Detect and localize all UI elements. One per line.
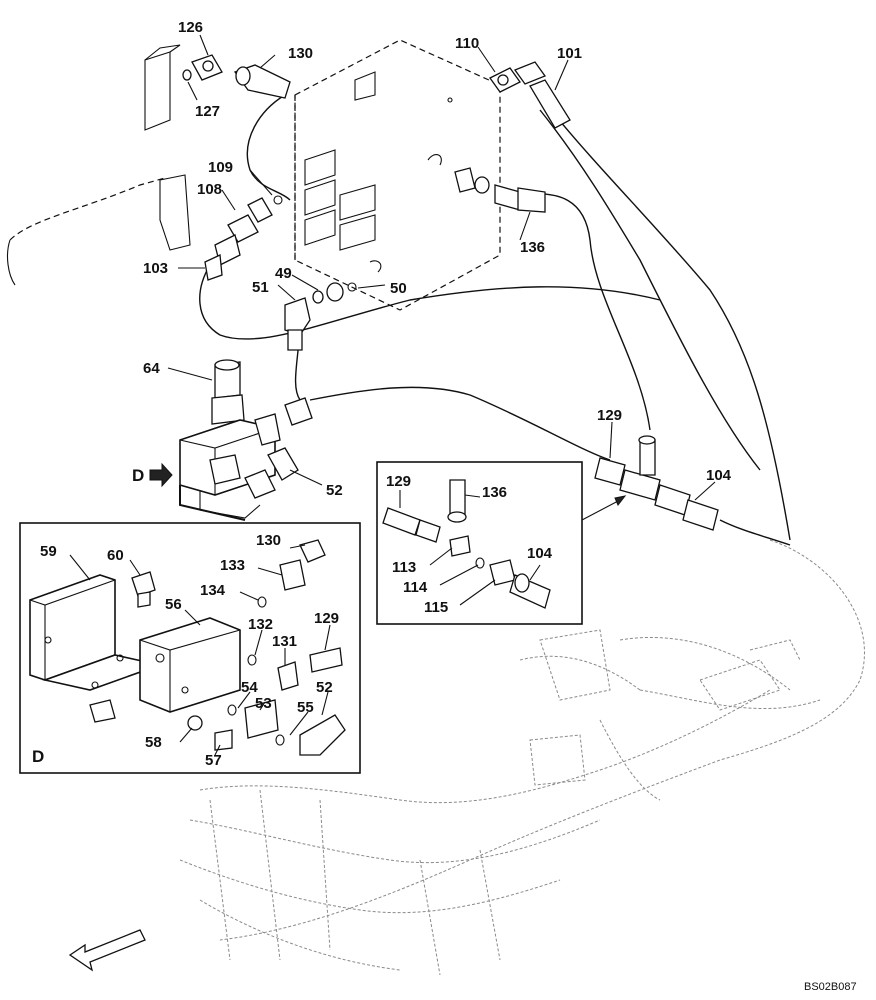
label-64: 64 [143, 360, 160, 377]
inset-tee-detail [376, 461, 627, 625]
tee-assembly [594, 435, 719, 531]
label-127: 127 [195, 103, 220, 120]
figure-code: BS02B087 [804, 981, 857, 993]
label-53: 53 [255, 695, 272, 712]
label-51: 51 [252, 279, 269, 296]
label-55: 55 [297, 699, 314, 716]
label-134: 134 [200, 582, 226, 599]
label-52-d: 52 [316, 679, 333, 696]
label-103: 103 [143, 260, 168, 277]
label-126: 126 [178, 19, 203, 36]
control-valve-housing [294, 39, 501, 311]
label-136: 136 [520, 239, 545, 256]
label-130-d: 130 [256, 532, 281, 549]
label-130: 130 [288, 45, 313, 62]
label-50: 50 [390, 280, 407, 297]
part-labels: 126 130 127 110 101 109 108 103 136 49 5… [132, 19, 732, 499]
label-110: 110 [455, 35, 479, 52]
front-direction-arrow [68, 929, 146, 972]
operator-area-outline [6, 44, 191, 286]
inset-d-title: D [32, 747, 44, 766]
label-108: 108 [197, 181, 222, 198]
label-104: 104 [706, 467, 732, 484]
label-133: 133 [220, 557, 245, 574]
label-57: 57 [205, 752, 222, 769]
label-132: 132 [248, 616, 273, 633]
label-d-marker: D [132, 466, 144, 485]
label-109: 109 [208, 159, 233, 176]
label-60: 60 [107, 547, 124, 564]
label-54: 54 [241, 679, 258, 696]
label-104-t: 104 [527, 545, 553, 562]
fitting-group-126 [182, 54, 291, 99]
fitting-group-110 [447, 61, 571, 129]
label-58: 58 [145, 734, 162, 751]
solenoid-valve-64 [179, 359, 313, 521]
label-129: 129 [597, 407, 622, 424]
label-136-t: 136 [482, 484, 507, 501]
label-129-d: 129 [314, 610, 339, 627]
view-d-marker [149, 462, 173, 488]
label-49: 49 [275, 265, 292, 282]
label-101: 101 [557, 45, 582, 62]
label-115: 115 [424, 599, 448, 616]
label-131: 131 [272, 633, 297, 650]
fitting-group-49 [284, 260, 382, 351]
machine-frame-outline [179, 539, 865, 976]
label-52: 52 [326, 482, 343, 499]
label-114: 114 [403, 579, 428, 596]
hydraulic-hoses [199, 94, 791, 546]
fitting-group-136 [427, 154, 546, 213]
inset-d-labels: 59 60 130 133 134 56 132 131 129 54 53 5… [32, 532, 339, 769]
leader-lines [69, 34, 716, 756]
label-56: 56 [165, 596, 182, 613]
fitting-group-108 [204, 195, 283, 281]
label-113: 113 [392, 559, 416, 576]
inset-tee-labels: 129 136 113 114 104 115 [386, 473, 553, 616]
inset-d-detail [19, 522, 361, 774]
label-129-t: 129 [386, 473, 411, 490]
label-59: 59 [40, 543, 57, 560]
